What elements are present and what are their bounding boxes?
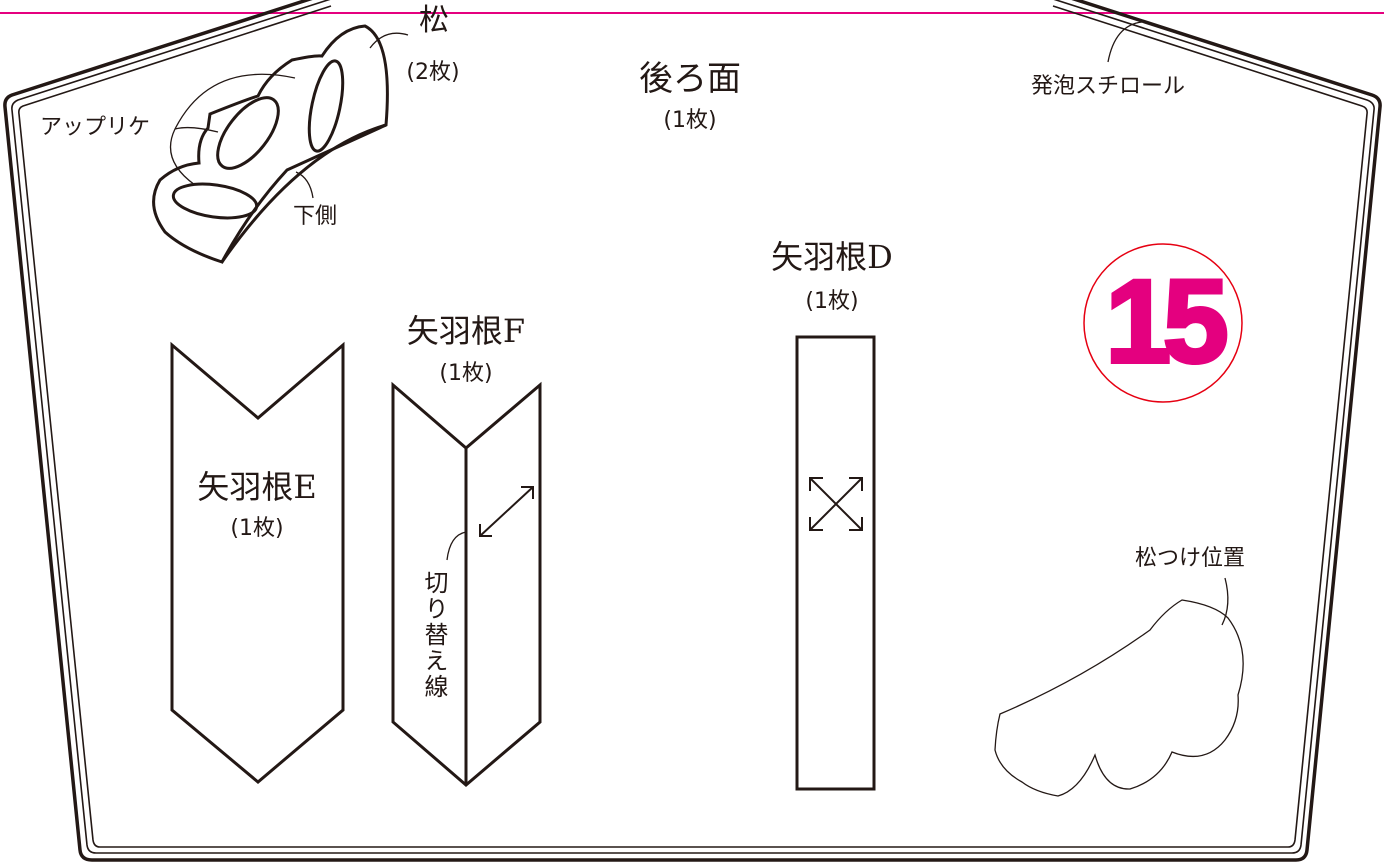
kirikae-leader [446,531,467,561]
yabane-f-count: (1枚) [439,361,492,386]
kirikae-label: 切り替え線 [420,570,448,700]
yabane-d-shape [795,335,876,791]
matsu-position-label: 松つけ位置 [1135,546,1245,571]
yabane-e-shape [170,341,345,784]
matsu-position-leader [1221,577,1229,626]
matsu-label: 松 [419,3,449,38]
matsu-count: (2枚) [406,60,459,85]
yabane-d-label: 矢羽根D [771,238,893,276]
applique-leader [169,73,296,186]
yabane-f-shape [391,381,542,787]
happo-label: 発泡スチロール [1031,74,1185,99]
kagawa-leader [295,171,314,199]
ushiromen-count: (1枚) [663,108,716,133]
kagawa-label: 下側 [293,204,337,229]
matsu-petal-3 [171,182,259,220]
yabane-e-count: (1枚) [230,516,283,541]
yabane-e-label: 矢羽根E [197,468,316,506]
matsu-petal-2 [216,96,280,170]
happo-leader [1107,21,1143,63]
grain-arrow-icon [479,486,534,537]
badge-number: 15 [1105,256,1226,388]
yabane-d-count: (1枚) [805,289,858,314]
applique-label: アップリケ [40,115,150,140]
matsu-piece [152,24,389,264]
matsu-leader [369,32,409,49]
ushiromen-label: 後ろ面 [639,59,741,99]
matsu-petal-1 [307,59,345,153]
styrofoam-outline [3,0,1382,862]
bias-cross-arrow-icon [809,477,863,531]
badge-ring [1083,243,1243,403]
matsu-position-outline [994,599,1244,797]
yabane-f-label: 矢羽根F [407,312,525,350]
